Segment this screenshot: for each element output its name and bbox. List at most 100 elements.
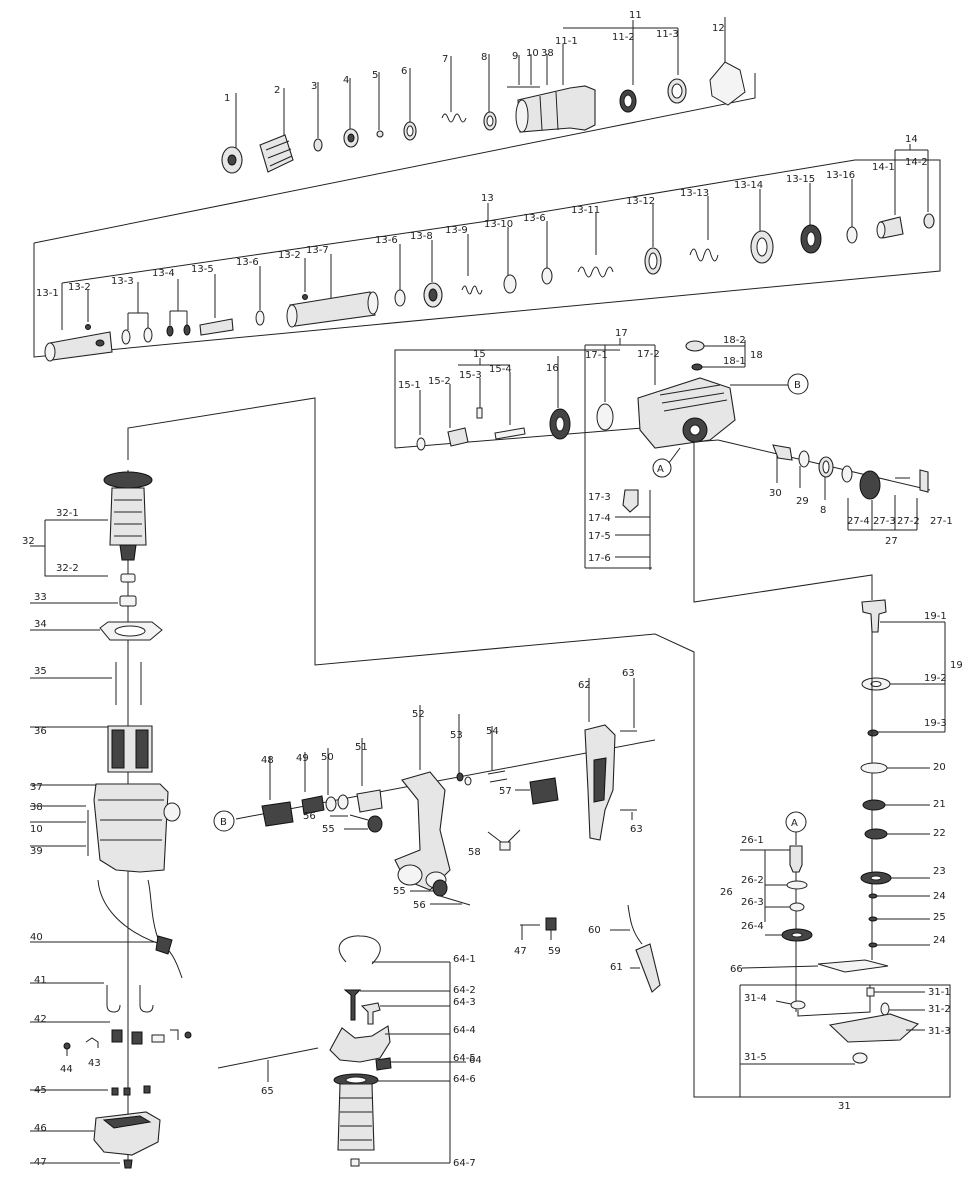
label-8b: 8 [820, 505, 826, 516]
label-15-4: 15-4 [489, 364, 512, 375]
marker-A-2: A [791, 818, 798, 829]
label-23: 23 [933, 866, 946, 877]
label-13-10: 13-10 [484, 219, 513, 230]
label-16: 16 [546, 363, 559, 374]
part-27-4-knob [859, 470, 881, 500]
label-53: 53 [450, 730, 463, 741]
label-18-2: 18-2 [723, 335, 746, 346]
label-5: 5 [372, 70, 378, 81]
label-13-1: 13-1 [36, 288, 59, 299]
label-15-2: 15-2 [428, 376, 451, 387]
link-31-to-row-48 [654, 633, 740, 1098]
label-10b: 10 [30, 824, 43, 835]
label-19-1: 19-1 [924, 611, 947, 622]
label-13-16: 13-16 [826, 170, 855, 181]
part-55-knob [367, 815, 383, 833]
label-36: 36 [34, 726, 47, 737]
right-column-crank-assembly: 19-1 19-2 19-3 19 20 21 22 23 24 25 [654, 599, 963, 1112]
label-13-6: 13-6 [236, 257, 259, 268]
label-7: 7 [442, 54, 448, 65]
label-20: 20 [933, 762, 946, 773]
label-2: 2 [274, 85, 280, 96]
label-11-3: 11-3 [656, 29, 679, 40]
label-47b: 47 [514, 946, 527, 957]
label-51: 51 [355, 742, 368, 753]
label-52: 52 [412, 709, 425, 720]
label-50: 50 [321, 752, 334, 763]
part-3-ring [313, 138, 323, 152]
row-1-chuck-assembly: 1 2 3 4 5 6 7 8 9 [33, 10, 756, 244]
label-56b: 56 [413, 900, 426, 911]
label-43: 43 [88, 1058, 101, 1069]
label-44: 44 [60, 1064, 73, 1075]
label-49: 49 [296, 753, 309, 764]
label-64-2: 64-2 [453, 985, 476, 996]
row3-frame-line [394, 349, 620, 448]
label-25: 25 [933, 912, 946, 923]
label-31: 31 [838, 1101, 851, 1112]
label-19-3: 19-3 [924, 718, 947, 729]
label-21: 21 [933, 799, 946, 810]
label-22: 22 [933, 828, 946, 839]
label-59: 59 [548, 946, 561, 957]
label-13-3: 13-3 [111, 276, 134, 287]
label-15-3: 15-3 [459, 370, 482, 381]
label-17-3: 17-3 [588, 492, 611, 503]
part-21-gear [862, 799, 886, 811]
label-31-3: 31-3 [928, 1026, 951, 1037]
label-15-1: 15-1 [398, 380, 421, 391]
part-33-bearing [119, 595, 137, 607]
part-41-brush-spring [106, 985, 121, 1013]
label-13-6b: 13-6 [375, 235, 398, 246]
label-13-7: 13-7 [306, 245, 329, 256]
label-26-3: 26-3 [741, 897, 764, 908]
part-14-2-ring [923, 213, 935, 229]
label-13-12: 13-12 [626, 196, 655, 207]
label-66: 66 [730, 964, 743, 975]
part-17-3-lever [622, 489, 639, 513]
label-19: 19 [950, 660, 963, 671]
label-26-2: 26-2 [741, 875, 764, 886]
part-64-3-screw [360, 1002, 381, 1025]
label-17-1: 17-1 [585, 350, 608, 361]
label-32-2: 32-2 [56, 563, 79, 574]
label-46: 46 [34, 1123, 47, 1134]
label-6: 6 [401, 66, 407, 77]
marker-B-1: B [794, 380, 801, 391]
label-17-5: 17-5 [588, 531, 611, 542]
link-to-row-19 [693, 439, 873, 603]
middle-handle-assembly: B 48 49 50 51 52 53 54 56 [213, 668, 661, 993]
label-47: 47 [34, 1157, 47, 1168]
part-26-1-shaft [789, 845, 803, 873]
label-13-4: 13-4 [152, 268, 175, 279]
part-7-spring [441, 113, 467, 123]
label-27-3: 27-3 [873, 516, 896, 527]
part-45-screw [111, 1087, 119, 1096]
part-61-cord-guard [635, 943, 661, 993]
label-13-2: 13-2 [68, 282, 91, 293]
label-45: 45 [34, 1085, 47, 1096]
label-26: 26 [720, 887, 733, 898]
row-2-piston-assembly: 13 13-1 13-2 13-3 13-4 13-5 13-6 [33, 134, 941, 362]
part-19-1-crank-shaft [861, 599, 887, 633]
part-51-plate [356, 789, 383, 813]
label-13-8: 13-8 [410, 231, 433, 242]
part-64-1-clamp-band [338, 935, 381, 965]
label-57: 57 [499, 786, 512, 797]
label-30: 30 [769, 488, 782, 499]
label-63: 63 [622, 668, 635, 679]
label-27-4: 27-4 [847, 516, 870, 527]
label-60: 60 [588, 925, 601, 936]
part-30-switch-plate [772, 444, 793, 461]
label-37: 37 [30, 782, 43, 793]
label-13-5: 13-5 [191, 264, 214, 275]
row-3-gear-housing: 15 15-1 15-2 15-3 15-4 16 17 17-1 17-2 1… [394, 328, 953, 603]
part-64-4-bracket [329, 1025, 391, 1063]
label-61: 61 [610, 962, 623, 973]
label-34: 34 [34, 619, 47, 630]
marker-B-2: B [220, 817, 227, 828]
part-47-screw [123, 1159, 133, 1169]
label-56: 56 [303, 811, 316, 822]
part-12-gasket [709, 61, 746, 106]
